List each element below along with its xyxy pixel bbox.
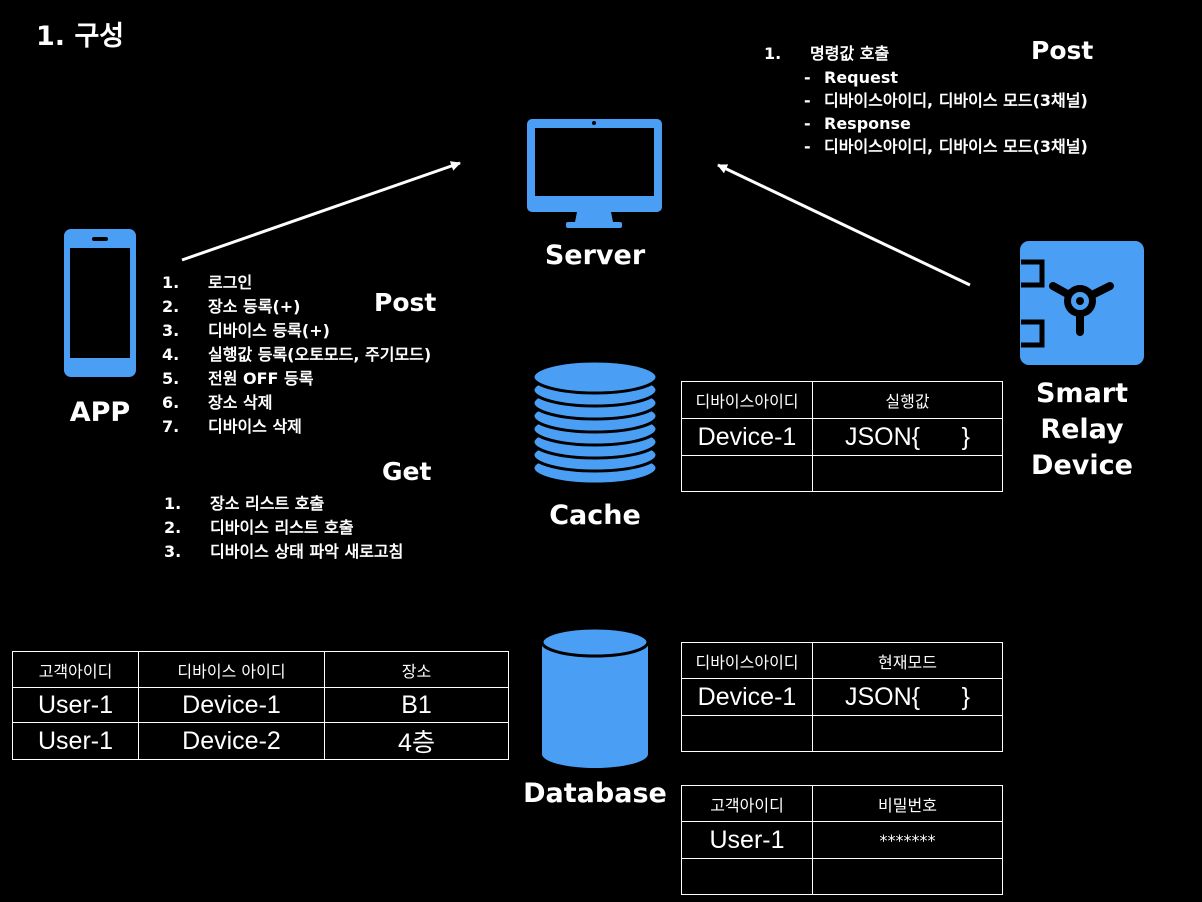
device-post-item: 1. 명령값 호출 [764, 42, 889, 66]
list-item: 3.디바이스 등록(+) [162, 321, 330, 340]
list-item: 5.전원 OFF 등록 [162, 369, 314, 388]
page-title: 1. 구성 [36, 21, 125, 52]
device-post-item-label: 명령값 호출 [810, 44, 890, 63]
table-row [681, 715, 1003, 752]
smart-relay-label-line-2: Relay [1040, 414, 1124, 445]
list-item: 7.디바이스 삭제 [162, 417, 302, 436]
list-item: -Request [804, 68, 899, 87]
table-row: Device-1 JSON{ } [681, 678, 1003, 716]
list-item: -디바이스아이디, 디바이스 모드(3채널) [804, 91, 1088, 110]
location-table: 고객아이디 디바이스 아이디 장소 User-1 Device-1 B1 Use… [12, 651, 509, 760]
device-post-item-number: 1. [764, 44, 782, 63]
smart-relay-label-line-1: Smart [1035, 378, 1129, 409]
server-label: Server [544, 240, 646, 271]
app-get-heading: Get [382, 457, 432, 486]
device-mode-table: 디바이스아이디 현재모드 Device-1 JSON{ } [681, 642, 1003, 752]
list-item: -Response [804, 114, 911, 133]
table-row: User-1 Device-2 4층 [12, 722, 509, 760]
table-row: User-1 ******* [681, 821, 1003, 859]
list-item: 1.로그인 [162, 273, 253, 292]
phone-icon [64, 229, 136, 377]
cache-table: 디바이스아이디 실행값 Device-1 JSON{ } [681, 381, 1003, 492]
list-item: 4.실행값 등록(오토모드, 주기모드) [162, 345, 432, 364]
table-header-row: 디바이스아이디 현재모드 [681, 642, 1003, 679]
list-item: 2.장소 등록(+) [162, 297, 301, 316]
cache-icon [531, 359, 659, 486]
table-row [681, 858, 1003, 895]
table-row: Device-1 JSON{ } [681, 418, 1003, 456]
table-header-row: 고객아이디 디바이스 아이디 장소 [12, 651, 509, 688]
app-get-list: 1.장소 리스트 호출 2.디바이스 리스트 호출 3.디바이스 상태 파악 새… [164, 492, 403, 564]
list-item: 3.디바이스 상태 파악 새로고침 [164, 542, 404, 561]
device-post-heading: Post [1031, 36, 1094, 65]
database-label: Database [523, 778, 667, 809]
list-item: -디바이스아이디, 디바이스 모드(3채널) [804, 137, 1088, 156]
list-item: 6.장소 삭제 [162, 393, 273, 412]
table-row: User-1 Device-1 B1 [12, 687, 509, 723]
list-item: 2.디바이스 리스트 호출 [164, 518, 354, 537]
app-label: APP [69, 397, 131, 428]
smart-relay-label-line-3: Device [1031, 450, 1133, 481]
smart-relay-device-label: Smart Relay Device [1012, 376, 1152, 484]
device-to-server-arrow [717, 163, 971, 287]
table-header-row: 고객아이디 비밀번호 [681, 785, 1003, 822]
app-post-heading: Post [374, 288, 437, 317]
cache-label: Cache [549, 500, 641, 531]
app-post-list: 1.로그인 2.장소 등록(+) 3.디바이스 등록(+) 4.실행값 등록(오… [162, 271, 431, 439]
table-header-row: 디바이스아이디 실행값 [681, 381, 1003, 419]
user-credentials-table: 고객아이디 비밀번호 User-1 ******* [681, 785, 1003, 895]
monitor-icon [527, 119, 662, 228]
database-icon [540, 626, 650, 768]
smart-relay-icon [1020, 241, 1144, 365]
table-row [681, 455, 1003, 492]
device-post-sublist: -Request -디바이스아이디, 디바이스 모드(3채널) -Respons… [804, 66, 1088, 158]
list-item: 1.장소 리스트 호출 [164, 494, 325, 513]
app-to-server-arrow [181, 161, 461, 262]
